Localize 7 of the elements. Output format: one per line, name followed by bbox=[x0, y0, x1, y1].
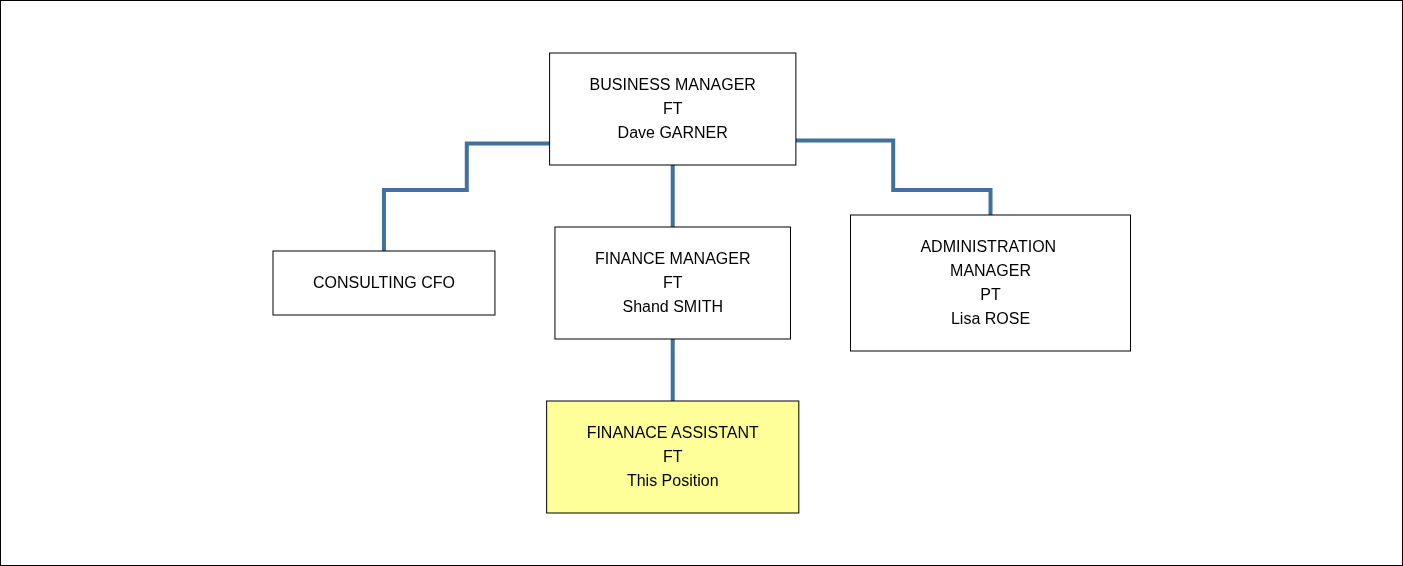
node-box: FINANCE MANAGER FT Shand SMITH bbox=[554, 226, 791, 340]
node-box: FINANACE ASSISTANT FT This Position bbox=[545, 400, 800, 514]
node-box: BUSINESS MANAGER FT Dave GARNER bbox=[548, 52, 797, 166]
connector bbox=[795, 138, 993, 217]
node-box: ADMINISTRATION MANAGER PT Lisa ROSE bbox=[849, 214, 1131, 352]
node-box: CONSULTING CFO bbox=[272, 250, 496, 316]
connector bbox=[381, 141, 550, 253]
